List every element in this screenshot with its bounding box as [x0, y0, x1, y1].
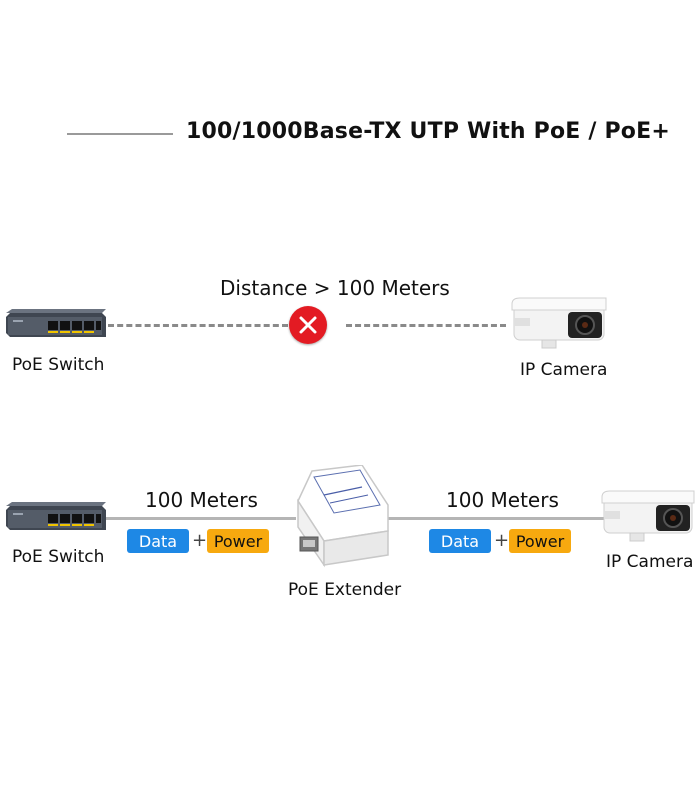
cable-solid-right	[386, 517, 604, 520]
data-badge-left: Data	[127, 529, 189, 553]
camera-label-top: IP Camera	[520, 360, 608, 380]
power-badge-left: Power	[207, 529, 269, 553]
cable-solid-left	[106, 517, 296, 520]
plus-sign-right: +	[494, 530, 510, 551]
plus-sign-left: +	[192, 530, 208, 551]
diagram-title: 100/1000Base-TX UTP With PoE / PoE+	[186, 119, 670, 144]
switch-label-bottom: PoE Switch	[12, 547, 105, 567]
distance-label: Distance > 100 Meters	[220, 276, 450, 300]
cable-dashed-left	[108, 324, 288, 327]
error-icon	[289, 306, 327, 344]
switch-label-top: PoE Switch	[12, 355, 105, 375]
extender-label: PoE Extender	[288, 580, 402, 600]
ip-camera-icon	[511, 297, 607, 349]
poe-switch-icon	[6, 309, 106, 337]
cable-dashed-right	[346, 324, 506, 327]
poe-switch-icon	[6, 502, 106, 530]
title-divider	[67, 133, 173, 135]
distance-label-right: 100 Meters	[446, 488, 559, 512]
camera-label-bottom: IP Camera	[606, 552, 694, 572]
power-badge-right: Power	[509, 529, 571, 553]
close-icon	[299, 316, 317, 334]
data-badge-right: Data	[429, 529, 491, 553]
ip-camera-icon	[601, 490, 695, 542]
distance-label-left: 100 Meters	[145, 488, 258, 512]
poe-extender-icon	[297, 465, 389, 568]
